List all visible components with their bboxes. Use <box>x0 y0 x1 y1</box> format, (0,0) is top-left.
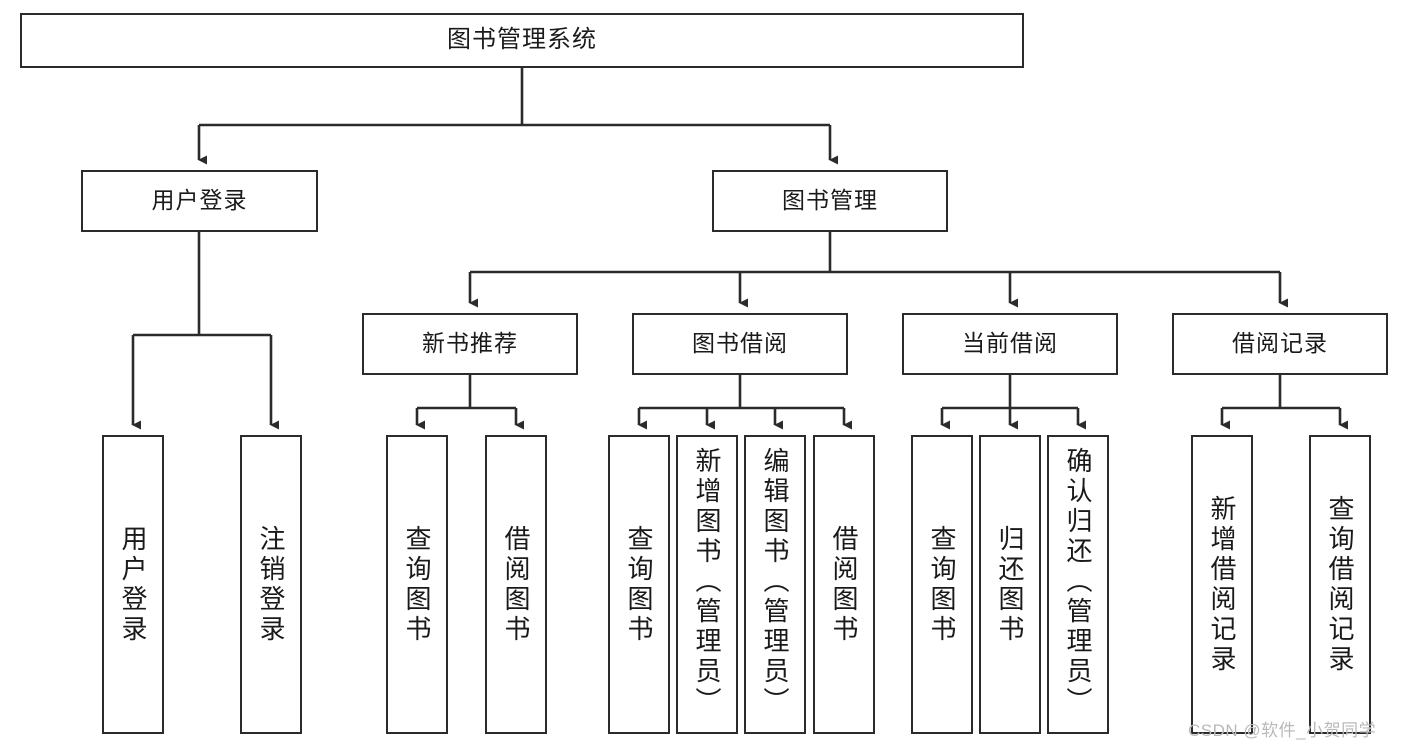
leaf-borrow-edit-book-admin[interactable]: 编辑图书（管理员） <box>744 435 806 734</box>
leaf-record-query-record[interactable]: 查询借阅记录 <box>1309 435 1371 734</box>
node-label: 注销登录 <box>256 524 286 645</box>
node-label: 用户登录 <box>151 187 248 214</box>
leaf-user-login-login[interactable]: 用户登录 <box>102 435 164 734</box>
node-label: 新增借阅记录 <box>1207 494 1237 675</box>
leaf-user-login-logout[interactable]: 注销登录 <box>240 435 302 734</box>
node-label: 借阅图书 <box>501 524 531 645</box>
leaf-borrow-query-book[interactable]: 查询图书 <box>608 435 670 734</box>
node-borrow-record[interactable]: 借阅记录 <box>1172 313 1388 375</box>
node-label: 新增图书（管理员） <box>692 447 722 717</box>
node-label: 归还图书 <box>995 524 1025 645</box>
leaf-recommend-borrow-book[interactable]: 借阅图书 <box>485 435 547 734</box>
node-book-borrow[interactable]: 图书借阅 <box>632 313 848 375</box>
node-label: 图书借阅 <box>692 330 788 357</box>
node-label: 查询图书 <box>927 524 957 645</box>
node-user-login[interactable]: 用户登录 <box>81 170 318 232</box>
node-label: 图书管理 <box>782 187 878 214</box>
node-label: 查询图书 <box>624 524 654 645</box>
node-label: 新书推荐 <box>422 330 518 357</box>
node-label: 当前借阅 <box>962 330 1058 357</box>
node-label: 编辑图书（管理员） <box>760 447 790 717</box>
node-label: 图书管理系统 <box>447 26 597 54</box>
leaf-current-confirm-return-admin[interactable]: 确认归还（管理员） <box>1047 435 1109 734</box>
leaf-current-return-book[interactable]: 归还图书 <box>979 435 1041 734</box>
leaf-borrow-add-book-admin[interactable]: 新增图书（管理员） <box>676 435 738 734</box>
node-label: 借阅记录 <box>1232 330 1328 357</box>
leaf-borrow-borrow-book[interactable]: 借阅图书 <box>813 435 875 734</box>
node-root-system[interactable]: 图书管理系统 <box>20 13 1024 68</box>
node-label: 查询图书 <box>402 524 432 645</box>
leaf-current-query-book[interactable]: 查询图书 <box>911 435 973 734</box>
node-book-management[interactable]: 图书管理 <box>712 170 948 232</box>
node-current-borrow[interactable]: 当前借阅 <box>902 313 1118 375</box>
leaf-record-add-record[interactable]: 新增借阅记录 <box>1191 435 1253 734</box>
node-new-book-recommend[interactable]: 新书推荐 <box>362 313 578 375</box>
node-label: 用户登录 <box>118 524 148 645</box>
leaf-recommend-query-book[interactable]: 查询图书 <box>386 435 448 734</box>
node-label: 借阅图书 <box>829 524 859 645</box>
node-label: 确认归还（管理员） <box>1063 447 1093 717</box>
node-label: 查询借阅记录 <box>1325 494 1355 675</box>
watermark: CSDN @软件_小贺同学 <box>1188 721 1377 740</box>
